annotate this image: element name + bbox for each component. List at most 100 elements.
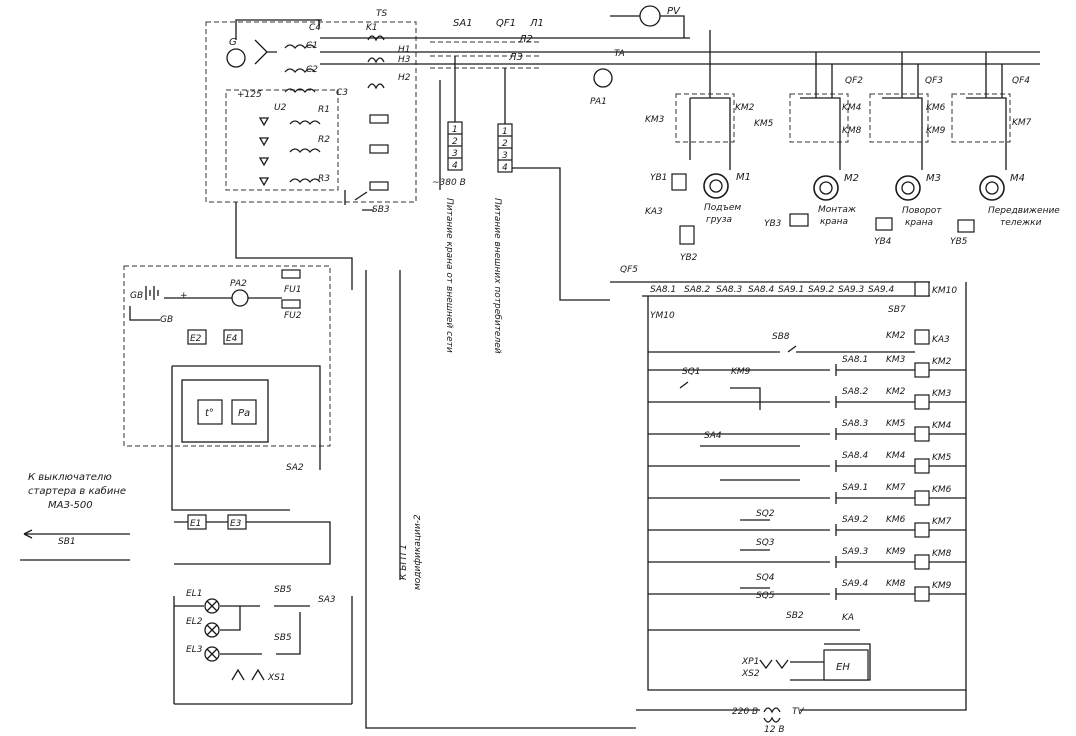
el3-label: EL3 [186, 645, 203, 655]
e1-label: E1 [190, 519, 201, 529]
m1-label: M1 [736, 172, 751, 183]
relay-coil [914, 522, 930, 538]
tb1-pin-3: 3 [452, 149, 458, 159]
bgp-note-2: модификации-2 [413, 514, 423, 590]
sa3-label: SA3 [318, 595, 336, 605]
relay-coil [914, 394, 930, 410]
generator-symbol [226, 48, 246, 68]
top-contact-2: SA8.2 [684, 285, 710, 295]
m3-caption-1: Поворот [902, 206, 942, 216]
sa4-label: SA4 [704, 431, 722, 441]
h1-label: H1 [398, 45, 411, 55]
km8-label: KM8 [842, 126, 862, 136]
km6-label: KM6 [926, 103, 946, 113]
row-switch-label: SA9.1 [842, 483, 868, 493]
tb1-voltage-label: ~380 В [432, 178, 466, 188]
control-row-line [648, 460, 966, 472]
notes-left: К выключателю стартера в кабине МАЗ-500 … [20, 270, 636, 729]
control-row-line [648, 524, 966, 536]
sb1-label: SB1 [58, 537, 76, 547]
tv-label: TV [792, 707, 804, 717]
sq3-label: SQ3 [756, 538, 775, 548]
yb5-label: YB5 [950, 237, 968, 247]
el1-label: EL1 [186, 589, 202, 599]
row-interlock-label: KM3 [886, 355, 906, 365]
row-interlock-label: KM7 [886, 483, 906, 493]
generator-voltage-label: +125 [237, 90, 262, 100]
xs2-label: XS2 [741, 669, 760, 679]
row-switch-label: SA8.1 [842, 355, 868, 365]
sq2-label: SQ2 [756, 509, 775, 519]
sb3-label: SB3 [372, 205, 390, 215]
row-switch-label: SA9.3 [842, 547, 868, 557]
top-contact-8: SA9.4 [868, 285, 894, 295]
row-coil-label: KM7 [932, 517, 952, 527]
r1-label: R1 [318, 105, 330, 115]
ammeter-symbol [593, 68, 613, 88]
bgp-note-1: К БГП 1 [399, 544, 409, 580]
sq5-label: SQ5 [756, 591, 775, 601]
starter-note-2: стартера в кабине [28, 485, 126, 497]
c1-label: C1 [306, 41, 318, 51]
tb2-pin-1: 1 [502, 127, 508, 137]
top-contact-4: SA8.4 [748, 285, 774, 295]
eh-label: EH [836, 662, 850, 673]
sb5b-label: SB5 [274, 633, 292, 643]
motor-m1: M1 Подъем груза KM3 KM2 YB1 KA3 YB2 [645, 30, 755, 263]
c3-label: C3 [336, 88, 348, 98]
ka-label: KA [842, 613, 854, 623]
main-buses: PV SA1 QF1 Л1 Л2 Л3 TA PA1 [235, 5, 1040, 107]
row-switch-label: SA8.2 [842, 387, 868, 397]
m3-label: M3 [926, 173, 941, 184]
m4-caption-2: тележки [1000, 218, 1042, 228]
relay-coil [914, 458, 930, 474]
fu2-label: FU2 [284, 311, 302, 321]
row-coil-label: KM6 [932, 485, 952, 495]
k1-label: K1 [366, 23, 378, 33]
ym10-label: YM10 [650, 311, 675, 321]
row-interlock-label: KM6 [886, 515, 906, 525]
temp-sensor-label: t° [205, 408, 214, 419]
yb3-label: YB3 [764, 219, 782, 229]
e3-label: E3 [230, 519, 242, 529]
starter-note-3: МАЗ-500 [48, 500, 93, 511]
sq4-label: SQ4 [756, 573, 775, 583]
km4-label: KM4 [842, 103, 862, 113]
row-interlock-label: KM2 [886, 387, 906, 397]
row-interlock-label: KM5 [886, 419, 906, 429]
gb-label: GB [160, 315, 173, 325]
pa2-label: PA2 [230, 279, 247, 289]
control-circuit: QF5 KM10 SB7 YM10 SA8.1 SA8.2 SA8.3 SA8.… [610, 265, 967, 735]
control-row-line [648, 364, 966, 376]
pv-label: PV [667, 6, 681, 17]
row-switch-label: SA8.4 [842, 451, 868, 461]
consumers-caption: Питание внешних потребителей [492, 198, 502, 354]
pressure-sensor-label: Pa [238, 408, 250, 419]
control-row-line [648, 492, 966, 504]
sa1-label: SA1 [453, 18, 473, 29]
row-interlock-label: KM9 [886, 547, 906, 557]
top-contact-5: SA9.1 [778, 285, 804, 295]
yb4-label: YB4 [874, 237, 892, 247]
qf2-label: QF2 [845, 76, 863, 86]
yb1-label: YB1 [650, 173, 667, 183]
qf5-label: QF5 [620, 265, 638, 275]
generator-label: G [229, 37, 237, 48]
voltmeter-symbol [639, 5, 661, 27]
ta-label: TA [614, 49, 625, 59]
relay-coil [914, 426, 930, 442]
row-switch-label: SA9.4 [842, 579, 868, 589]
row0-km-label: KM2 [886, 331, 906, 341]
m1-km2-label: KM2 [735, 103, 755, 113]
l1-label: Л1 [529, 18, 544, 29]
m4-label: M4 [1010, 173, 1025, 184]
m2-caption-1: Монтаж [818, 205, 857, 215]
battery-block: GB + GB PA2 FU1 FU2 E2 E4 t° Pa SA2 E1 E… [123, 202, 353, 565]
sb7-label: SB7 [888, 305, 906, 315]
tb1-pin-1: 1 [452, 125, 458, 135]
tb1-pin-2: 2 [452, 137, 458, 147]
tb2-pin-4: 4 [502, 163, 508, 173]
m1-caption-1: Подъем [704, 203, 741, 213]
svg-text:+: + [180, 291, 188, 301]
